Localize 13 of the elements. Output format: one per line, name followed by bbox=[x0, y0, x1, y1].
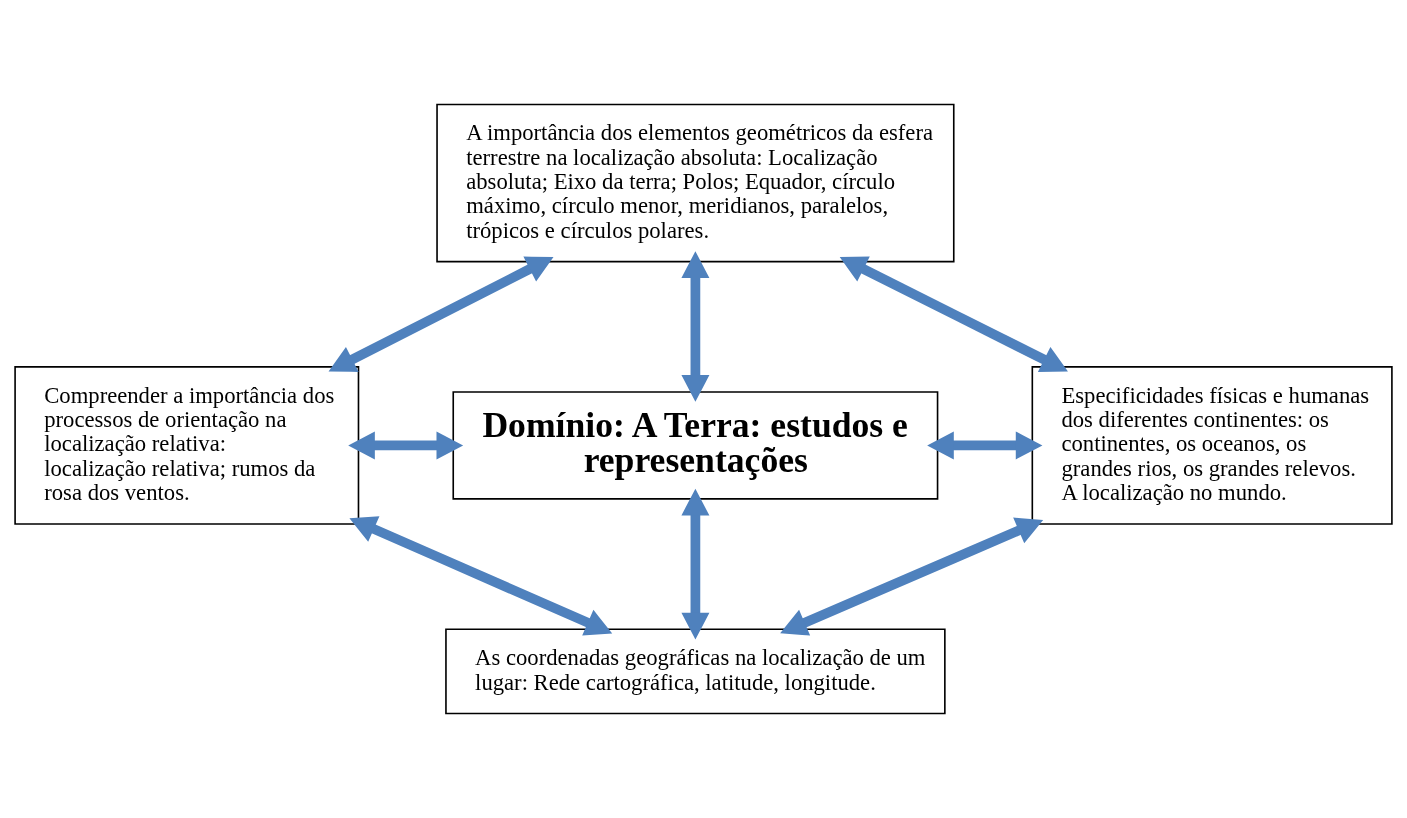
arrow bbox=[348, 431, 464, 460]
arrow bbox=[927, 431, 1043, 460]
arrow bbox=[349, 516, 613, 636]
node-box: A importância dos elementos geométricos da esfera terrestre na localização absoluta: Localização absoluta; Eixo da terra; Polos; Equador, círculo máximo, círculo menor, meridianos, paralelos, trópicos e círculos polares. bbox=[436, 103, 955, 263]
arrow bbox=[681, 488, 710, 640]
arrow bbox=[681, 251, 710, 402]
node-box: As coordenadas geográficas na localização de um lugar: Rede cartográfica, latitude, longitude. bbox=[445, 628, 946, 715]
node-box: Compreender a importância dos processos de orientação na localização relativa: localização relativa; rumos da rosa dos ventos. bbox=[14, 366, 360, 525]
arrow bbox=[780, 517, 1044, 636]
node-box: Especificidades físicas e humanas dos diferentes continentes: os continentes, os oceanos, os grandes rios, os grandes relevos. A localização no mundo. bbox=[1031, 366, 1393, 525]
arrow bbox=[839, 256, 1068, 373]
node-box: Domínio: A Terra: estudos e representações bbox=[452, 391, 939, 500]
arrow bbox=[328, 256, 554, 372]
